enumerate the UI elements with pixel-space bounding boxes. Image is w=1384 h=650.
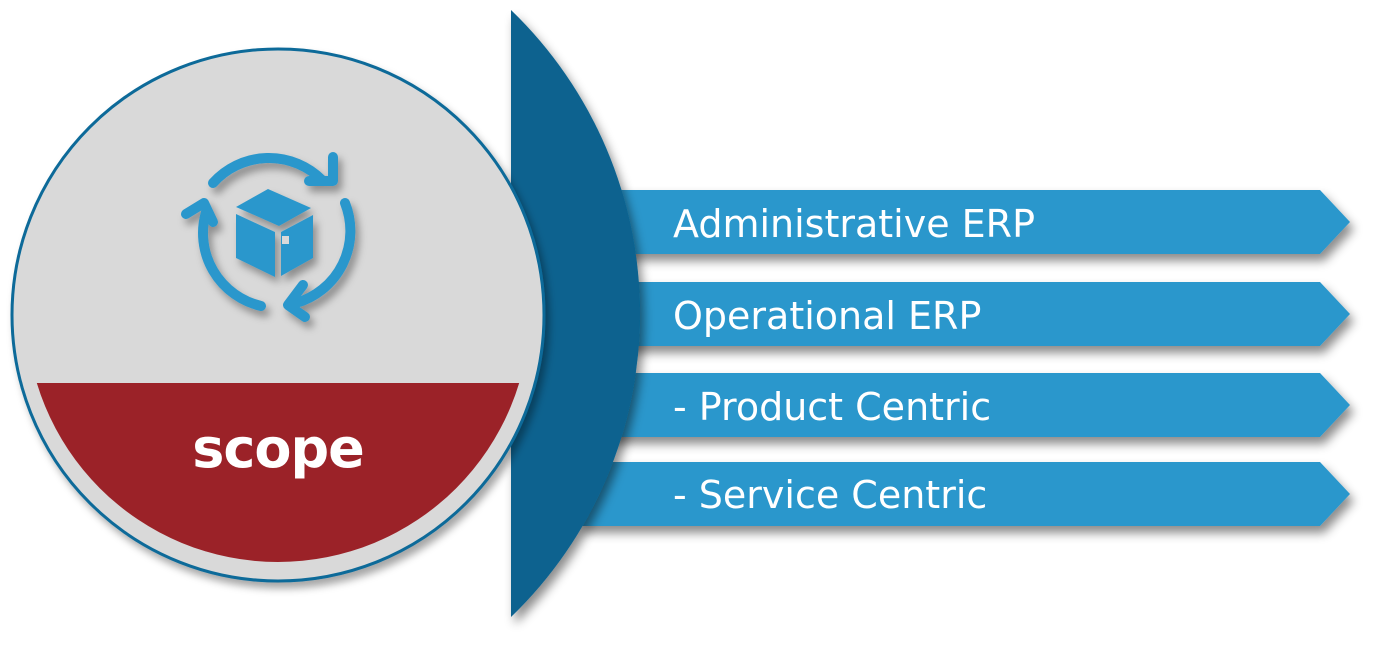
item-label-2: - Product Centric <box>673 385 991 429</box>
item-label-1: Operational ERP <box>673 294 981 338</box>
arrow-item-3 <box>580 462 1350 526</box>
box-cycle-icon <box>181 152 356 322</box>
arrow-item-2 <box>600 373 1350 437</box>
arrow-item-0 <box>600 190 1350 254</box>
item-label-0: Administrative ERP <box>673 202 1035 246</box>
arrow-item-1 <box>600 282 1350 346</box>
scope-band <box>36 383 520 562</box>
scope-label: scope <box>192 417 364 480</box>
arc-segment <box>511 10 641 617</box>
item-label-3: - Service Centric <box>673 473 987 517</box>
